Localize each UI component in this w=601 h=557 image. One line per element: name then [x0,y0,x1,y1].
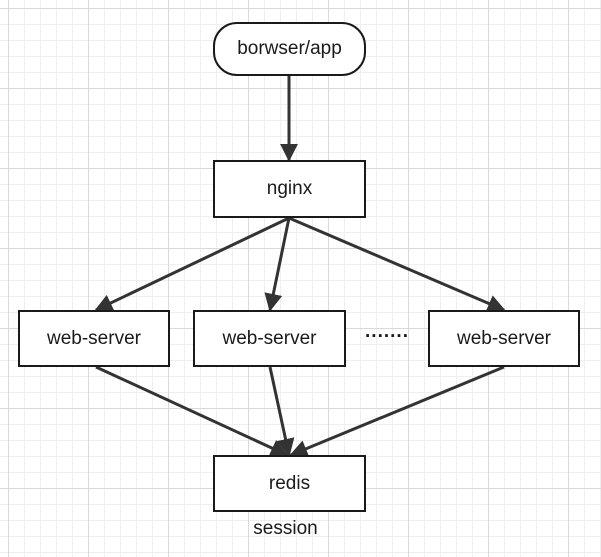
nginx-node: nginx [213,160,366,218]
arrow-server-3-to-redis [289,365,505,458]
session-caption: session [253,518,318,539]
redis-node: redis [213,455,366,512]
ellipsis-label: ....... [365,321,409,342]
arrow-nginx-to-server-3 [288,216,506,312]
arrow-nginx-to-server-2 [264,217,291,312]
web-server-node-2: web-server [193,310,346,367]
arrow-server-1-to-redis [95,365,289,457]
arrow-nginx-to-server-1 [94,216,290,312]
client-node: borwser/app [213,22,366,76]
web-server-node-3: web-server [428,310,580,367]
arrow-server-2-to-redis [268,366,295,457]
web-server-node-1: web-server [18,310,170,367]
